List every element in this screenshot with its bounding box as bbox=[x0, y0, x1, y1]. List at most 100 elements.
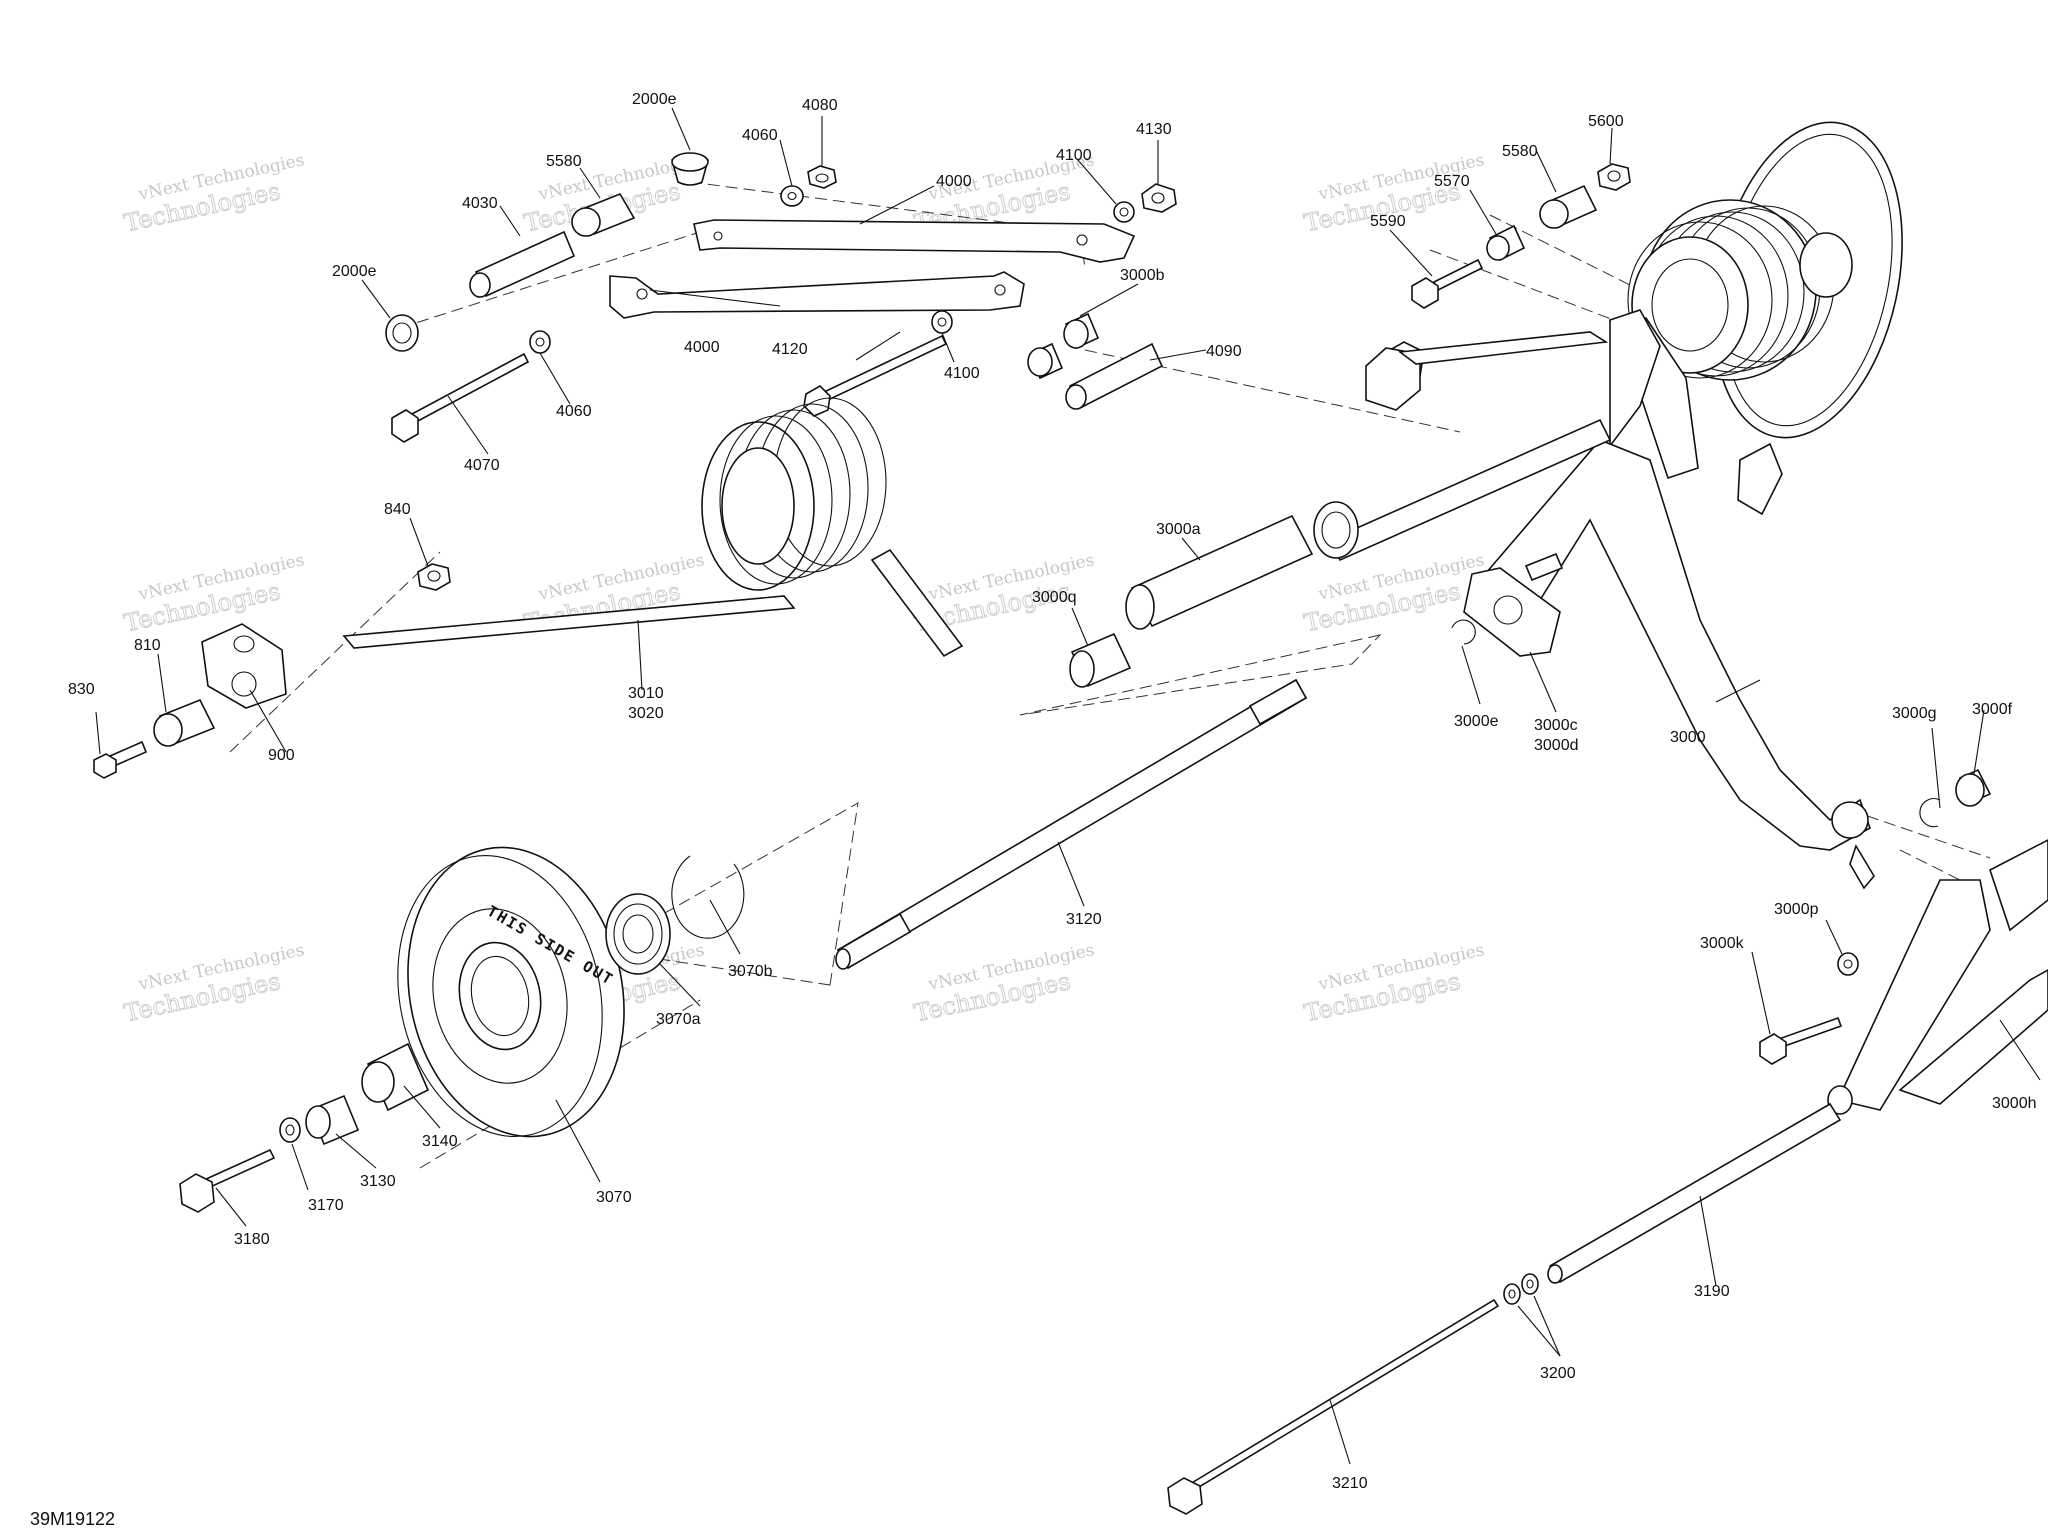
part-5580-spacer-right bbox=[1539, 184, 1598, 229]
label-4090: 4090 bbox=[1206, 343, 1242, 360]
label-5600: 5600 bbox=[1588, 113, 1624, 130]
label-840: 840 bbox=[384, 501, 411, 518]
part-4080-nut bbox=[807, 165, 837, 189]
label-830: 830 bbox=[68, 681, 95, 698]
part-4060-washer-low bbox=[529, 330, 551, 354]
label-3000h: 3000h bbox=[1992, 1095, 2037, 1112]
part-3180-bolt bbox=[179, 1148, 276, 1213]
label-4080: 4080 bbox=[802, 97, 838, 114]
part-3000a-tube bbox=[1125, 514, 1314, 630]
part-4090-sleeve bbox=[1065, 342, 1164, 410]
label-3120: 3120 bbox=[1066, 911, 1102, 928]
part-4100-washer-low bbox=[931, 310, 953, 334]
part-3200-washers bbox=[1503, 1273, 1539, 1305]
part-3210-bolt bbox=[1167, 1298, 1500, 1515]
label-4060: 4060 bbox=[742, 127, 778, 144]
label-3070b: 3070b bbox=[728, 963, 773, 980]
label-2000e: 2000e bbox=[632, 91, 677, 108]
label-810: 810 bbox=[134, 637, 161, 654]
part-3120-axle bbox=[835, 678, 1308, 970]
label-3000e: 3000e bbox=[1454, 713, 1499, 730]
label-3070a: 3070a bbox=[656, 1011, 701, 1028]
label-5590: 5590 bbox=[1370, 213, 1406, 230]
label-3000: 3000 bbox=[1670, 729, 1706, 746]
part-810-bushing bbox=[153, 698, 216, 747]
label-3000p: 3000p bbox=[1774, 901, 1819, 918]
label-4000: 4000 bbox=[936, 173, 972, 190]
part-3070-idler-wheel: THIS SIDE OUT bbox=[397, 846, 625, 1138]
label-3000b: 3000b bbox=[1120, 267, 1165, 284]
label-3000q: 3000q bbox=[1032, 589, 1077, 606]
label-3000d: 3000d bbox=[1534, 737, 1579, 754]
part-2000e-bushing-left bbox=[385, 314, 419, 352]
label-3170: 3170 bbox=[308, 1197, 344, 1214]
part-3000p-washer bbox=[1837, 952, 1859, 976]
label-3000g: 3000g bbox=[1892, 705, 1937, 722]
part-3130-bushing bbox=[305, 1094, 360, 1146]
label-3190: 3190 bbox=[1694, 1283, 1730, 1300]
part-4100-washer-top bbox=[1113, 201, 1135, 223]
leader-lines bbox=[95, 107, 2041, 1465]
label-4100: 4100 bbox=[1056, 147, 1092, 164]
part-830-bolt bbox=[93, 740, 148, 779]
part-3070b-snap-ring bbox=[671, 855, 745, 939]
part-3000c-sensor-plate bbox=[1463, 567, 1561, 657]
label-3200: 3200 bbox=[1540, 1365, 1576, 1382]
part-3000g-clip bbox=[1919, 798, 1941, 828]
label-4030: 4030 bbox=[462, 195, 498, 212]
part-900-bracket bbox=[201, 623, 287, 709]
part-4000-link-top bbox=[693, 219, 1136, 263]
part-4000-link-mid bbox=[609, 271, 1025, 319]
label-3180: 3180 bbox=[234, 1231, 270, 1248]
part-3070a-bearing bbox=[605, 893, 671, 975]
part-3010-torsion-spring bbox=[342, 397, 964, 658]
part-4060-washer-top bbox=[780, 185, 804, 207]
part-4120-bolt bbox=[803, 334, 948, 417]
part-4030-sleeve bbox=[469, 230, 576, 298]
part-5600-nut bbox=[1597, 163, 1631, 191]
label-5580: 5580 bbox=[546, 153, 582, 170]
part-840-nut bbox=[417, 563, 451, 591]
label-4060: 4060 bbox=[556, 403, 592, 420]
part-3000f-bushing bbox=[1955, 768, 1992, 807]
part-5600-pulley-wheel bbox=[1627, 121, 1903, 439]
part-5570-spacer bbox=[1486, 224, 1526, 262]
part-3140-spacer bbox=[361, 1042, 430, 1112]
part-3000b-bushings bbox=[1027, 312, 1100, 380]
label-5580: 5580 bbox=[1502, 143, 1538, 160]
label-3000c: 3000c bbox=[1534, 717, 1578, 734]
part-3190-axle bbox=[1547, 1102, 1842, 1284]
part-5590-bolt bbox=[1411, 258, 1484, 309]
label-3020: 3020 bbox=[628, 705, 664, 722]
part-3000q-bushing bbox=[1069, 632, 1132, 688]
part-3000h-lower-bracket bbox=[1827, 839, 2048, 1115]
label-4000: 4000 bbox=[684, 339, 720, 356]
label-5570: 5570 bbox=[1434, 173, 1470, 190]
label-3000f: 3000f bbox=[1972, 701, 2013, 718]
label-3210: 3210 bbox=[1332, 1475, 1368, 1492]
part-3000e-clip bbox=[1451, 619, 1476, 645]
part-3000k-bolt bbox=[1759, 1016, 1843, 1065]
part-labels: 2000e 4080 4060 5580 4000 4030 2000e 400… bbox=[68, 91, 2037, 1492]
label-3000k: 3000k bbox=[1700, 935, 1745, 952]
part-2000e-bushing-top bbox=[671, 152, 709, 186]
label-900: 900 bbox=[268, 747, 295, 764]
diagram-reference-id: 39M19122 bbox=[30, 1509, 116, 1529]
label-3130: 3130 bbox=[360, 1173, 396, 1190]
label-3000a: 3000a bbox=[1156, 521, 1201, 538]
part-4070-bolt bbox=[391, 352, 530, 443]
label-4120: 4120 bbox=[772, 341, 808, 358]
part-5580-spacer-left bbox=[571, 193, 636, 237]
label-4100: 4100 bbox=[944, 365, 980, 382]
label-3140: 3140 bbox=[422, 1133, 458, 1150]
part-3000-bracket-arm bbox=[1313, 309, 1875, 890]
part-4130-nut bbox=[1141, 183, 1177, 213]
label-4130: 4130 bbox=[1136, 121, 1172, 138]
